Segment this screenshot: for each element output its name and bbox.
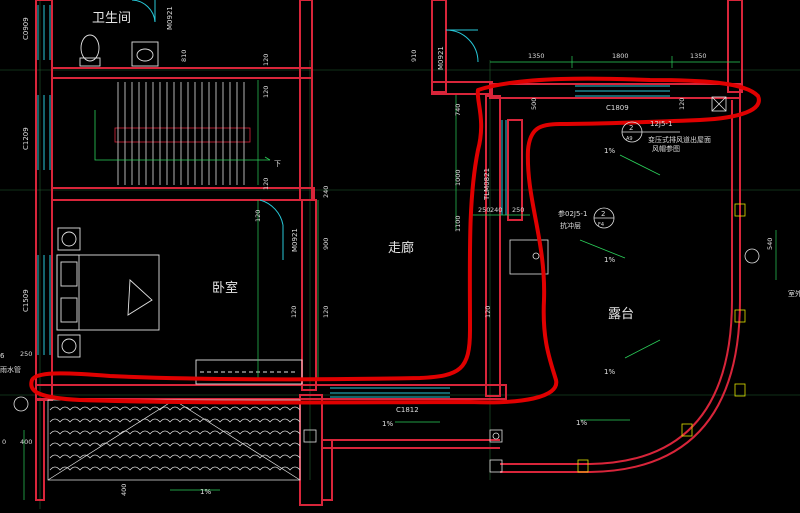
walls (35, 0, 743, 506)
dim-120-e: 120 (290, 306, 298, 318)
slope-label-2: 1% (604, 256, 615, 264)
staircase (94, 82, 271, 185)
furniture (56, 34, 303, 385)
door-label-m0921-c: M0921 (291, 228, 299, 252)
slope-arrows (170, 154, 661, 491)
dim-0: 0 (2, 438, 6, 446)
window-label-c1812: C1812 (396, 406, 419, 414)
door-swings (131, 0, 479, 260)
vent-note-line-2: 风帽参图 (652, 144, 680, 153)
outdoor-label: 室外 (788, 289, 800, 298)
dim-120-b: 120 (262, 86, 270, 98)
room-label-terrace: 露台 (608, 307, 634, 322)
window-label-c1209: C1209 (22, 127, 30, 150)
windows (37, 5, 670, 398)
detail-circle-top: 2 (629, 124, 633, 132)
dimension-lines (23, 56, 777, 500)
rain-pipe-label: 雨水管 (0, 365, 21, 374)
dim-1100: 1100 (454, 215, 462, 232)
dim-540: 540 (766, 238, 774, 250)
detail-circle-bottom: A9 (626, 136, 633, 142)
dim-810: 810 (180, 50, 188, 62)
room-label-corridor: 走廊 (388, 240, 414, 256)
door-label-m0921-a: M0921 (166, 6, 174, 30)
door-label-m0921-b: M0921 (437, 46, 445, 70)
slope-label-1: 1% (604, 147, 615, 155)
slope-label-5: 1% (576, 419, 587, 427)
door-label-tlm0821: TLM0821 (483, 168, 491, 201)
window-label-c1809: C1809 (606, 104, 629, 112)
stair-down-label: 下 (274, 160, 281, 168)
waterproof-note: 抗冲层 (560, 221, 581, 230)
dim-120-f: 120 (322, 306, 330, 318)
room-label-bedroom: 卧室 (212, 280, 238, 296)
ref-circle-bottom: F4 (598, 222, 604, 228)
slope-label-3: 1% (604, 368, 615, 376)
dim-900: 900 (322, 238, 330, 250)
dim-1800: 1800 (612, 52, 629, 60)
dim-240-a: 240 (322, 186, 330, 198)
window-label-c1509: C1509 (22, 289, 30, 312)
dim-1000: 1000 (454, 169, 462, 186)
slope-label-4: 1% (382, 420, 393, 428)
window-label-c0909: C0909 (22, 17, 30, 40)
dim-240-b: 240 (490, 206, 502, 214)
dim-400-b: 400 (120, 484, 128, 496)
dim-400-a: 400 (20, 438, 32, 446)
vent-note-line-1: 变压式排风道出屋面 (648, 135, 711, 144)
dim-1350-a: 1350 (528, 52, 545, 60)
tile-roof (47, 399, 301, 481)
dim-500: 500 (530, 98, 538, 110)
dim-910: 910 (410, 50, 418, 62)
dim-740: 740 (454, 104, 462, 116)
slope-label-6: 1% (200, 488, 211, 496)
dim-250-a: 250 (478, 206, 490, 214)
room-label-bathroom: 卫生间 (92, 11, 131, 26)
dim-120-d: 120 (254, 210, 262, 222)
terrace-details (13, 96, 760, 473)
ref-circle-top: 2 (601, 210, 605, 218)
hand-drawn-annotation-loop (29, 76, 761, 405)
dim-120-c: 120 (262, 178, 270, 190)
dim-250-c: 250 (20, 350, 32, 358)
detail-circles (593, 121, 680, 229)
dim-120-g: 120 (484, 306, 492, 318)
dim-1350-b: 1350 (690, 52, 707, 60)
dim-250-b: 250 (512, 206, 524, 214)
left-edge-label: 6 (0, 352, 5, 360)
dim-120-h: 120 (678, 98, 686, 110)
reference-02j5: 参02J5-1 (558, 209, 587, 218)
detail-reference: 12J5-1 (650, 120, 672, 128)
dim-120-a: 120 (262, 54, 270, 66)
